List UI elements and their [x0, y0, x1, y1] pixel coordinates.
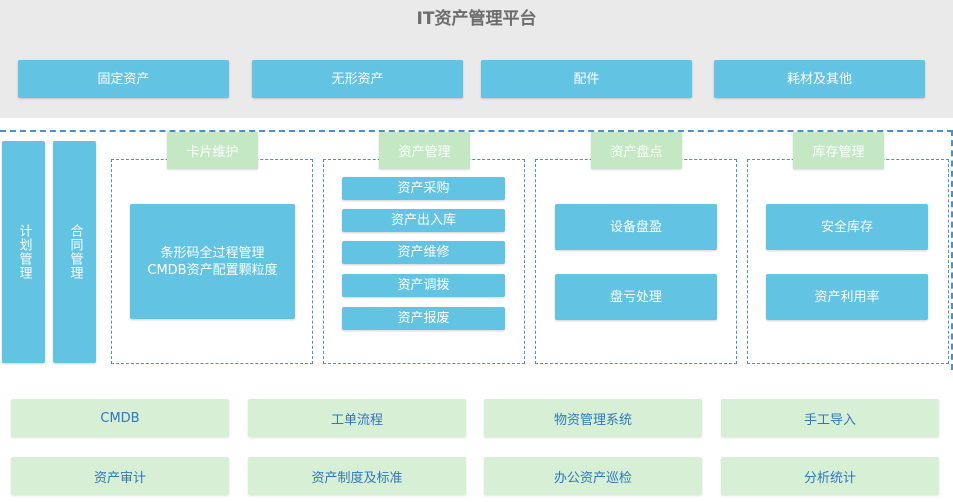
platform-panel	[0, 0, 953, 118]
category-accessories: 配件	[481, 60, 692, 98]
card-maintenance-line-2: CMDB资产配置颗粒度	[147, 262, 278, 278]
asset-in-out-item: 资产出入库	[342, 209, 505, 232]
foundation-workflow: 工单流程	[248, 399, 466, 437]
foundation-asset-audit: 资产审计	[11, 457, 229, 495]
card-maintenance-tag: 卡片维护	[167, 132, 258, 169]
category-intangible-assets: 无形资产	[252, 60, 463, 98]
contract-management-column: 合同管理	[53, 141, 96, 363]
asset-repair-item: 资产维修	[342, 241, 505, 264]
stock-management-tag: 库存管理	[793, 132, 884, 169]
card-maintenance-box: 条形码全过程管理 CMDB资产配置颗粒度	[130, 204, 295, 319]
management-frame-top	[0, 130, 953, 132]
foundation-analytics: 分析统计	[721, 457, 939, 495]
asset-inventory-group	[535, 159, 737, 364]
foundation-policy-standards: 资产制度及标准	[248, 457, 466, 495]
foundation-materials-system: 物资管理系统	[484, 399, 702, 437]
contract-management-label: 合同管理	[67, 224, 83, 280]
inventory-loss-box: 盘亏处理	[555, 274, 717, 320]
foundation-cmdb: CMDB	[11, 399, 229, 437]
category-consumables: 耗材及其他	[714, 60, 925, 98]
plan-management-label: 计划管理	[16, 224, 32, 280]
category-fixed-assets: 固定资产	[18, 60, 229, 98]
platform-title: IT资产管理平台	[416, 9, 537, 29]
plan-management-column: 计划管理	[2, 141, 45, 363]
inventory-surplus-box: 设备盘盈	[555, 204, 717, 250]
asset-procurement-item: 资产采购	[342, 177, 505, 200]
asset-disposal-item: 资产报废	[342, 307, 505, 330]
management-frame-right	[951, 130, 953, 370]
foundation-office-inspection: 办公资产巡检	[484, 457, 702, 495]
asset-transfer-item: 资产调拨	[342, 274, 505, 297]
foundation-manual-import: 手工导入	[721, 399, 939, 437]
card-maintenance-line-1: 条形码全过程管理	[160, 245, 265, 261]
asset-management-tag: 资产管理	[379, 132, 470, 169]
safety-stock-box: 安全库存	[766, 204, 928, 250]
asset-inventory-tag: 资产盘点	[591, 132, 682, 169]
asset-utilization-box: 资产利用率	[766, 274, 928, 320]
stock-management-group	[747, 159, 949, 364]
